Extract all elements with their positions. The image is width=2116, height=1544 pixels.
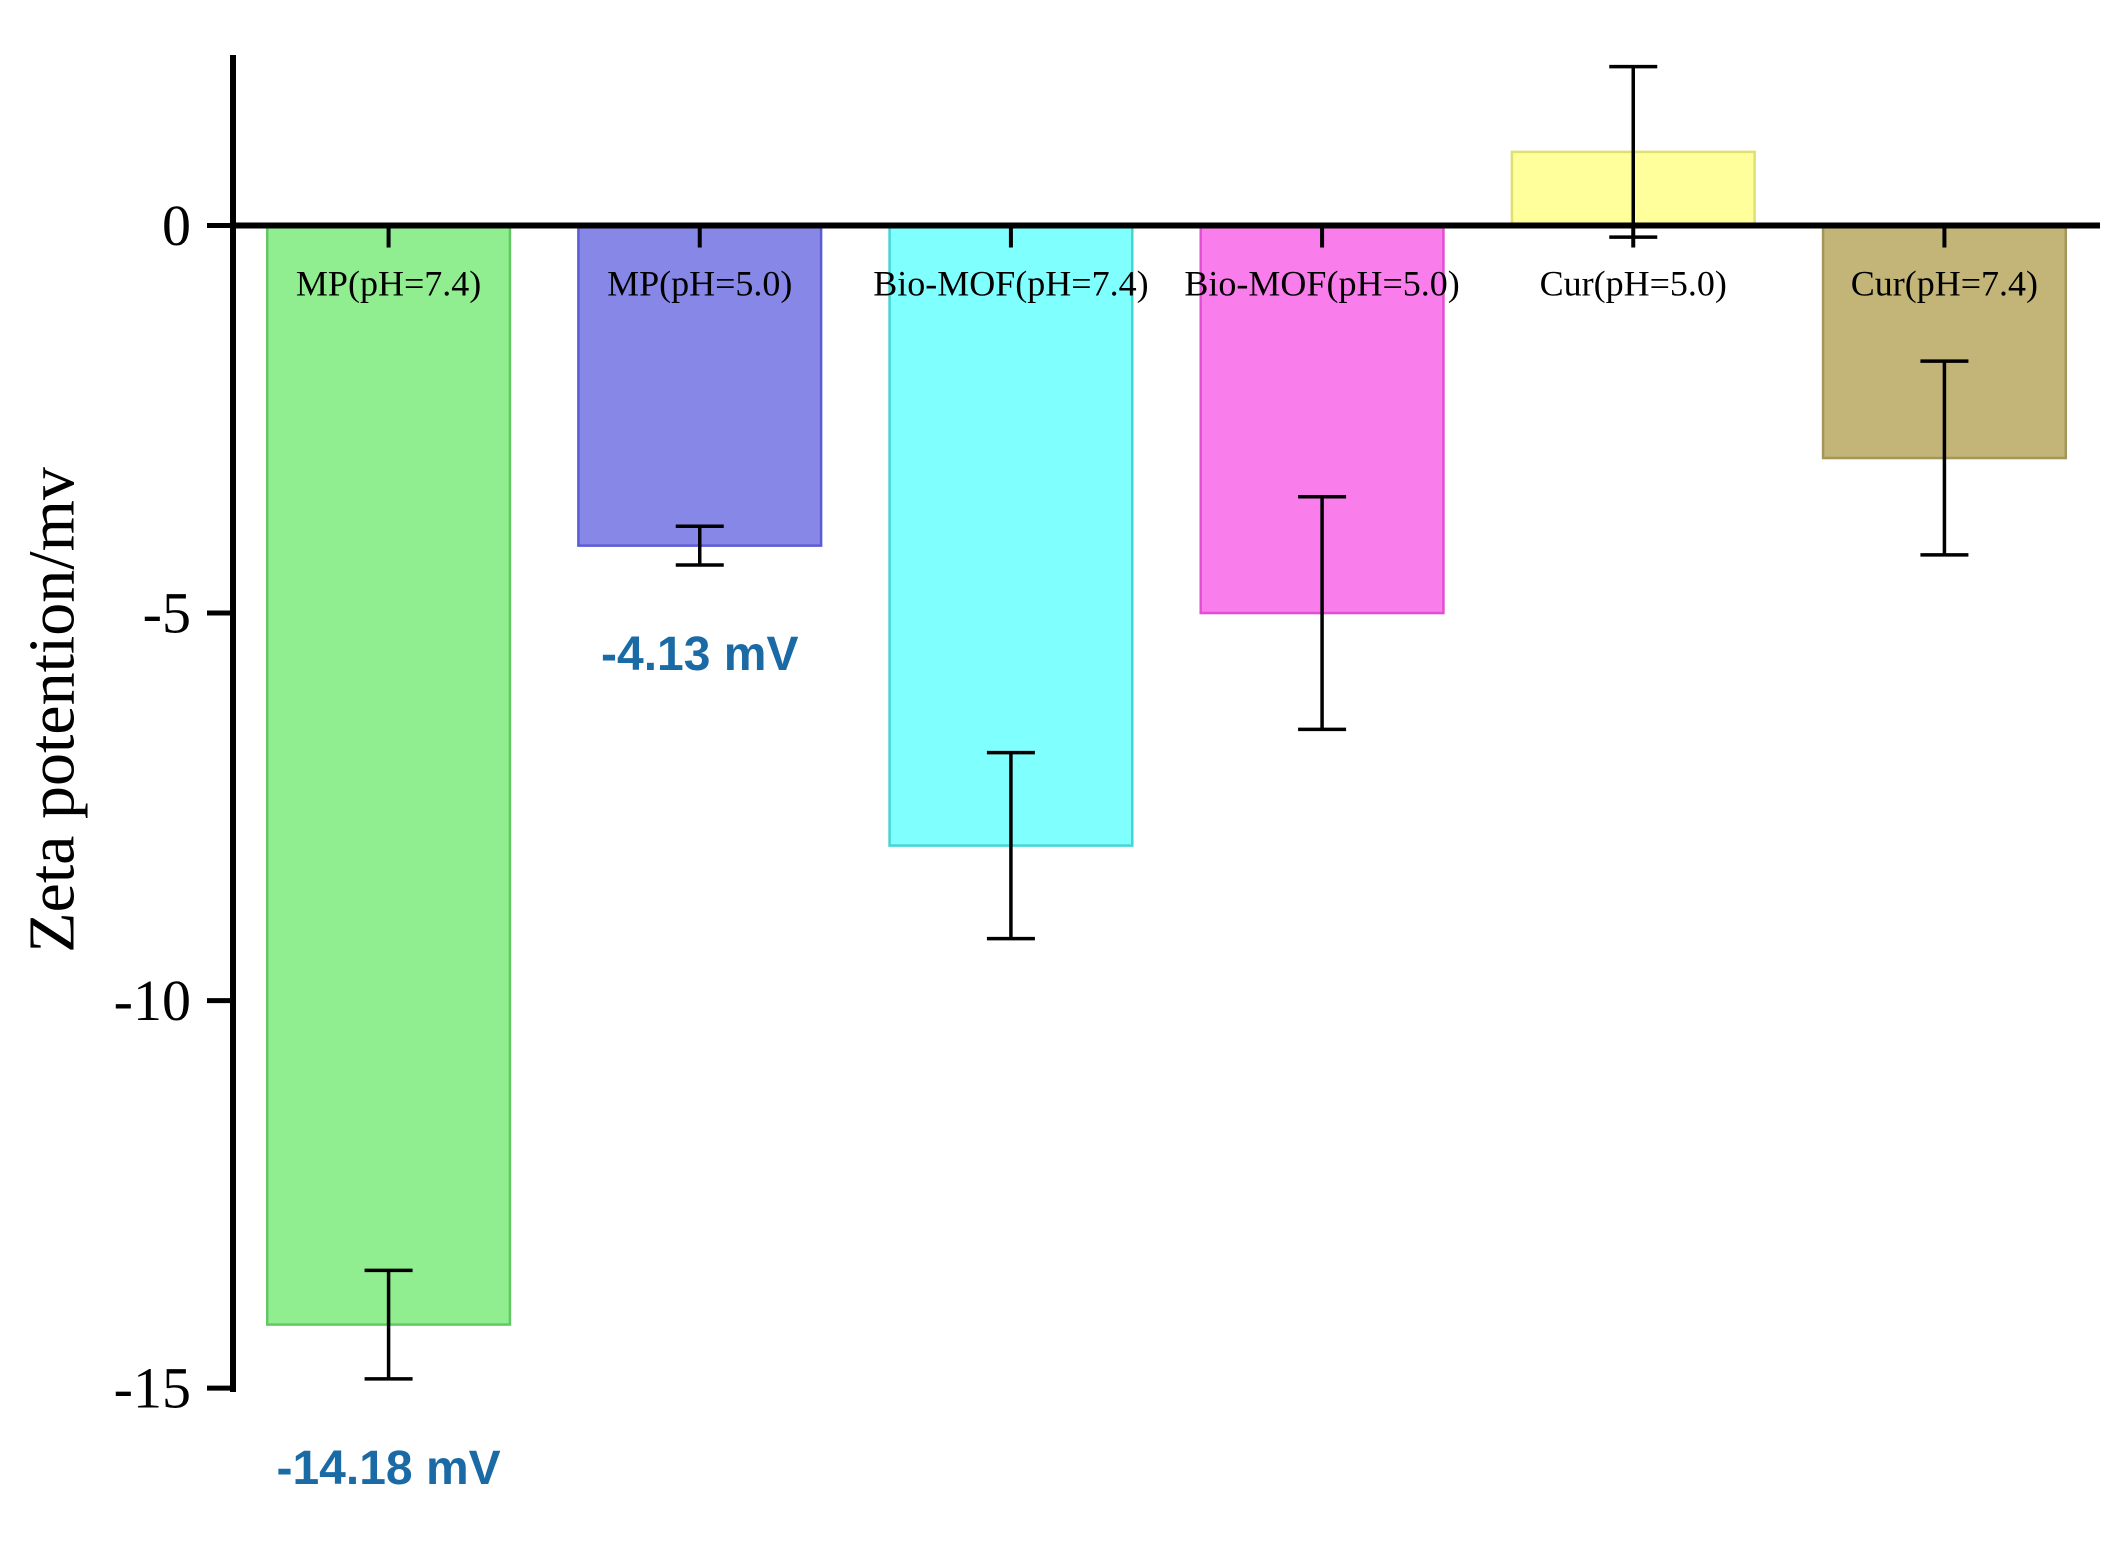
category-label-2: Bio-MOF(pH=7.4) <box>873 264 1148 304</box>
value-annotation-1: -4.13 mV <box>601 628 798 681</box>
error-bar-5 <box>1920 359 1969 557</box>
y-axis-title: Zeta potention/mv <box>16 467 89 953</box>
y-tick-label-3: -15 <box>114 1356 191 1421</box>
category-label-0: MP(pH=7.4) <box>296 264 481 304</box>
bar-1 <box>577 224 823 547</box>
category-label-4: Cur(pH=5.0) <box>1540 264 1727 304</box>
y-tick-label-1: -5 <box>143 581 191 646</box>
error-bar-0 <box>364 1268 413 1381</box>
bar-0 <box>265 224 512 1326</box>
error-bar-2 <box>986 750 1035 941</box>
y-tick-label-0: 0 <box>162 193 191 258</box>
y-tick-label-2: -10 <box>114 968 191 1033</box>
value-annotation-0: -14.18 mV <box>277 1442 501 1495</box>
category-label-1: MP(pH=5.0) <box>607 264 792 304</box>
error-bar-1 <box>675 524 724 567</box>
error-bar-3 <box>1298 495 1347 732</box>
category-label-3: Bio-MOF(pH=5.0) <box>1184 264 1459 304</box>
error-bar-4 <box>1609 64 1658 239</box>
bar-2 <box>888 224 1134 847</box>
category-label-5: Cur(pH=7.4) <box>1851 264 2038 304</box>
